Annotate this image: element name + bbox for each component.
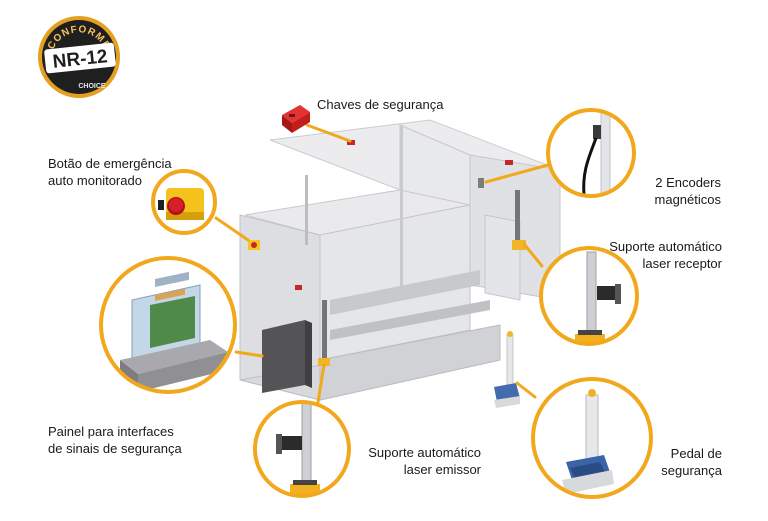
label-line: magnéticos (654, 192, 721, 207)
label-line: auto monitorado (48, 173, 142, 188)
safety-panel-circle (99, 256, 237, 394)
label-line: laser receptor (642, 256, 722, 271)
label-painel-interfaces: Painel para interfaces de sinais de segu… (48, 423, 182, 457)
laser-emissor-circle (253, 400, 351, 498)
label-suporte-receptor: Suporte automático laser receptor (609, 238, 722, 272)
label-line: de sinais de segurança (48, 441, 182, 456)
label-line: Botão de emergência (48, 156, 172, 171)
label-line: Chaves de segurança (317, 97, 444, 112)
safety-switch-icon (282, 105, 310, 133)
laser-receptor-circle (539, 246, 639, 346)
nr12-badge: CONFORME NR-12 CHOICE (38, 16, 120, 98)
label-line: Suporte automático (368, 445, 481, 460)
label-line: 2 Encoders (655, 175, 721, 190)
badge-brand-text: CHOICE (78, 83, 106, 90)
label-line: laser emissor (403, 462, 481, 477)
label-suporte-emissor: Suporte automático laser emissor (361, 444, 481, 478)
press-brake-machine (239, 119, 561, 408)
label-pedal-seguranca: Pedal de segurança (661, 445, 722, 479)
label-botao-emergencia: Botão de emergência auto monitorado (48, 155, 172, 189)
label-line: Painel para interfaces (48, 424, 174, 439)
connector-lines (214, 123, 550, 404)
label-line: segurança (661, 463, 722, 478)
emergency-button-circle (151, 169, 217, 235)
label-chaves-seguranca: Chaves de segurança (317, 96, 443, 113)
label-encoders: 2 Encoders magnéticos (655, 174, 721, 208)
safety-pedal-circle (531, 377, 653, 499)
label-line: Pedal de (670, 446, 722, 461)
encoder-circle (546, 108, 636, 198)
label-line: Suporte automático (609, 239, 722, 254)
